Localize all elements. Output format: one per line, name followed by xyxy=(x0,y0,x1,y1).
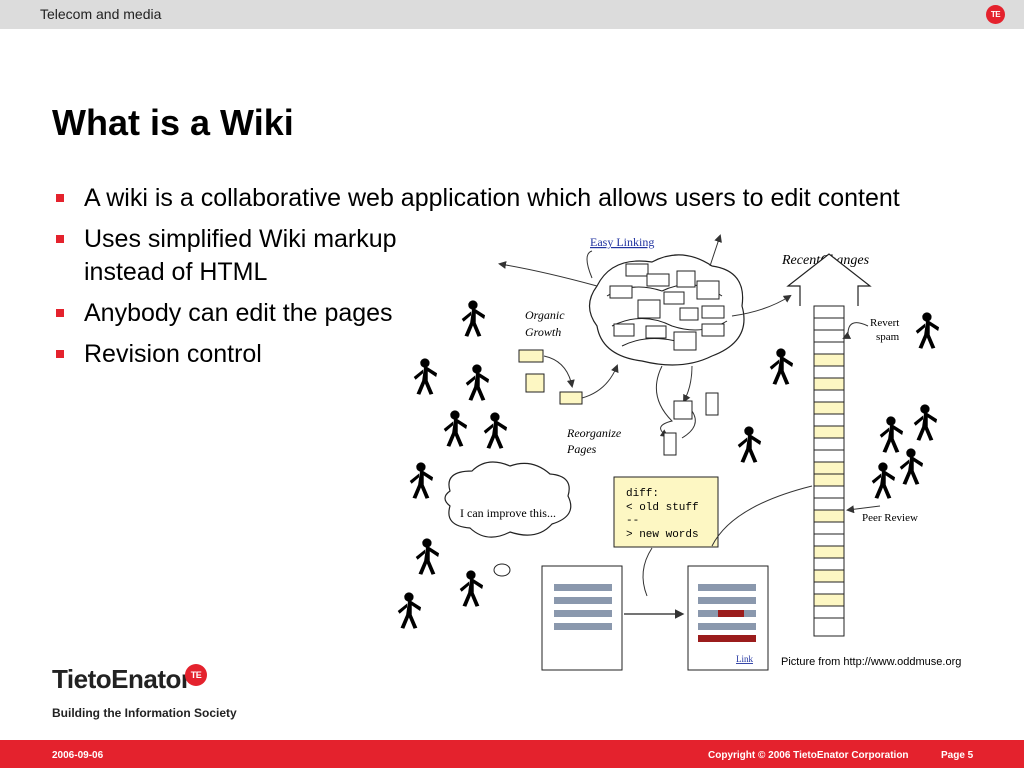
person-icon xyxy=(915,312,940,349)
person-icon xyxy=(459,570,484,607)
link-label: Link xyxy=(736,654,753,664)
peer-review-label: Peer Review xyxy=(862,512,918,524)
bullet-list: A wiki is a collaborative web applicatio… xyxy=(54,182,934,379)
person-icons xyxy=(397,300,940,629)
diff-line: < old stuff xyxy=(626,502,699,514)
diff-line: > new words xyxy=(626,529,699,541)
pages-label: Pages xyxy=(566,442,597,456)
person-icon xyxy=(483,412,508,449)
person-icon xyxy=(871,462,896,499)
slide-title: What is a Wiki xyxy=(52,102,294,143)
logo-wordmark: TietoEnator xyxy=(52,664,191,694)
person-icon xyxy=(899,448,924,485)
section-label: Telecom and media xyxy=(40,6,162,22)
person-icon xyxy=(913,404,938,441)
person-icon xyxy=(879,416,904,453)
person-icon xyxy=(415,538,440,575)
thought-text: I can improve this... xyxy=(460,506,556,520)
bullet-item: Anybody can edit the pages xyxy=(54,297,414,330)
bullet-item: Uses simplified Wiki markup instead of H… xyxy=(54,223,414,289)
person-icon xyxy=(769,348,794,385)
footer-copyright: Copyright © 2006 TietoEnator Corporation xyxy=(708,750,909,761)
bullet-item: A wiki is a collaborative web applicatio… xyxy=(54,182,934,215)
diff-line: -- xyxy=(626,515,639,527)
diff-line: diff: xyxy=(626,488,659,500)
wiki-diagram: Easy Linking RecentChanges Organic Growt… xyxy=(397,234,940,671)
te-logo-icon: TE xyxy=(185,664,207,686)
person-icon xyxy=(461,300,486,337)
person-icon xyxy=(443,410,468,447)
person-icon xyxy=(465,364,490,401)
te-logo-icon: TE xyxy=(986,5,1005,24)
spam-label: spam xyxy=(876,331,900,343)
picture-credit: Picture from http://www.oddmuse.org xyxy=(781,656,962,668)
footer-page-number: Page 5 xyxy=(941,750,974,761)
reorganize-label: Reorganize xyxy=(566,426,622,440)
person-icon xyxy=(397,592,422,629)
growth-label: Growth xyxy=(525,325,561,339)
person-icon xyxy=(413,358,438,395)
organic-label: Organic xyxy=(525,308,565,322)
person-icon xyxy=(409,462,434,499)
company-logo: TietoEnator TE Building the Information … xyxy=(52,664,237,720)
top-bar: Telecom and media TE xyxy=(0,0,1024,29)
bullet-item: Revision control xyxy=(54,338,934,371)
easy-linking-label: Easy Linking xyxy=(590,235,654,249)
logo-tagline: Building the Information Society xyxy=(52,706,237,720)
footer-date: 2006-09-06 xyxy=(52,750,104,761)
revert-label: Revert xyxy=(870,317,899,329)
person-icon xyxy=(737,426,762,463)
footer-bar: 2006-09-06 Copyright © 2006 TietoEnator … xyxy=(0,740,1024,768)
